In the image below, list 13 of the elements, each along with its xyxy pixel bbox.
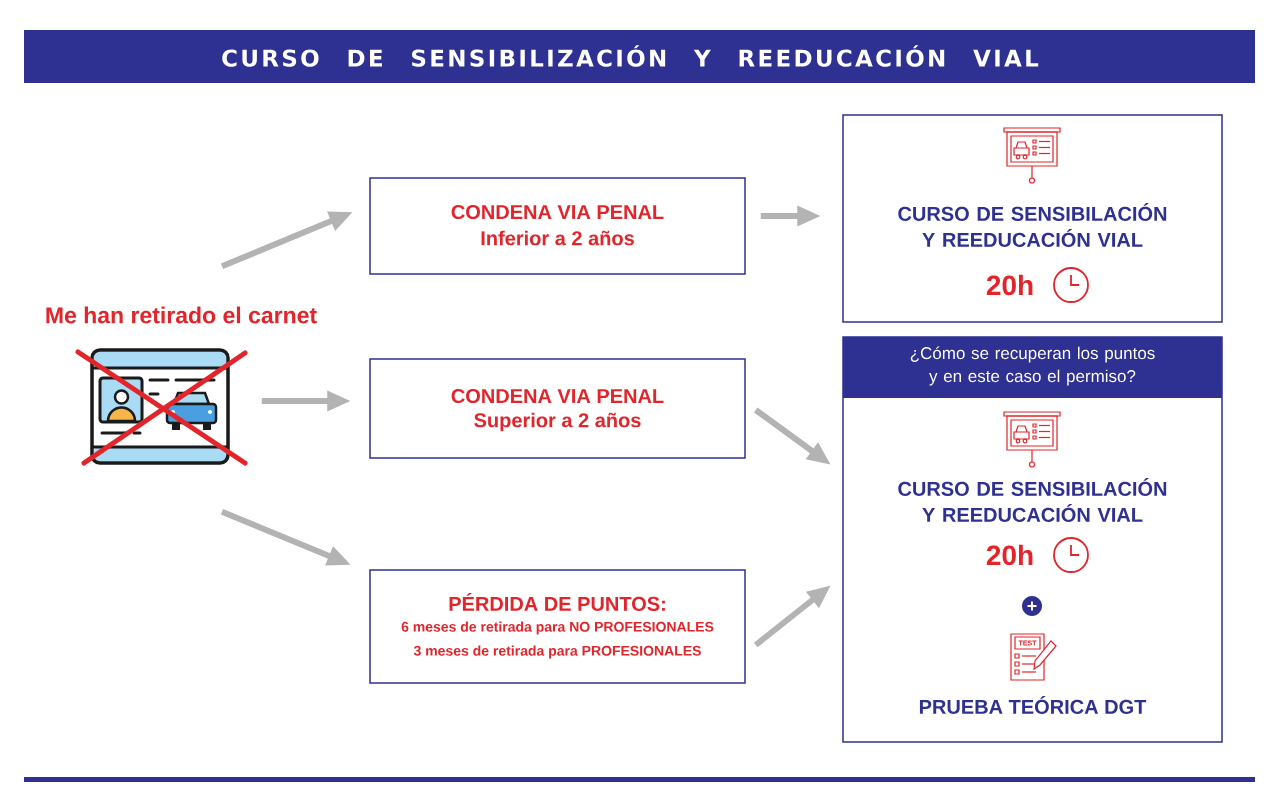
- question-band: ¿Cómo se recuperan los puntos y en este caso el permiso?: [843, 337, 1222, 398]
- recovery-box: [842, 336, 1223, 743]
- course-title: CURSO DE SENSIBILACIÓN Y REEDUCACIÓN VIAL: [898, 478, 1167, 522]
- condition-box: PÉRDIDA DE PUNTOS: 6 meses de retirada para NO PROFESIONALES 3 meses de retirada para PROFESIONALES: [369, 569, 746, 684]
- duration-text: 20h: [986, 544, 1033, 566]
- duration-text: 20h: [986, 274, 1033, 296]
- exam-title: PRUEBA TEÓRICA DGT: [919, 696, 1147, 714]
- condition-box: CONDENA VIA PENAL Superior a 2 años: [369, 358, 746, 459]
- condition-box: CONDENA VIA PENAL Inferior a 2 años: [369, 177, 746, 275]
- title-banner: CURSO DE SENSIBILIZACIÓN Y REEDUCACIÓN VIAL: [24, 30, 1255, 83]
- heading: Me han retirado el carnet: [46, 306, 317, 324]
- course-box: [842, 114, 1223, 323]
- course-title: CURSO DE SENSIBILACIÓN Y REEDUCACIÓN VIAL: [898, 203, 1167, 247]
